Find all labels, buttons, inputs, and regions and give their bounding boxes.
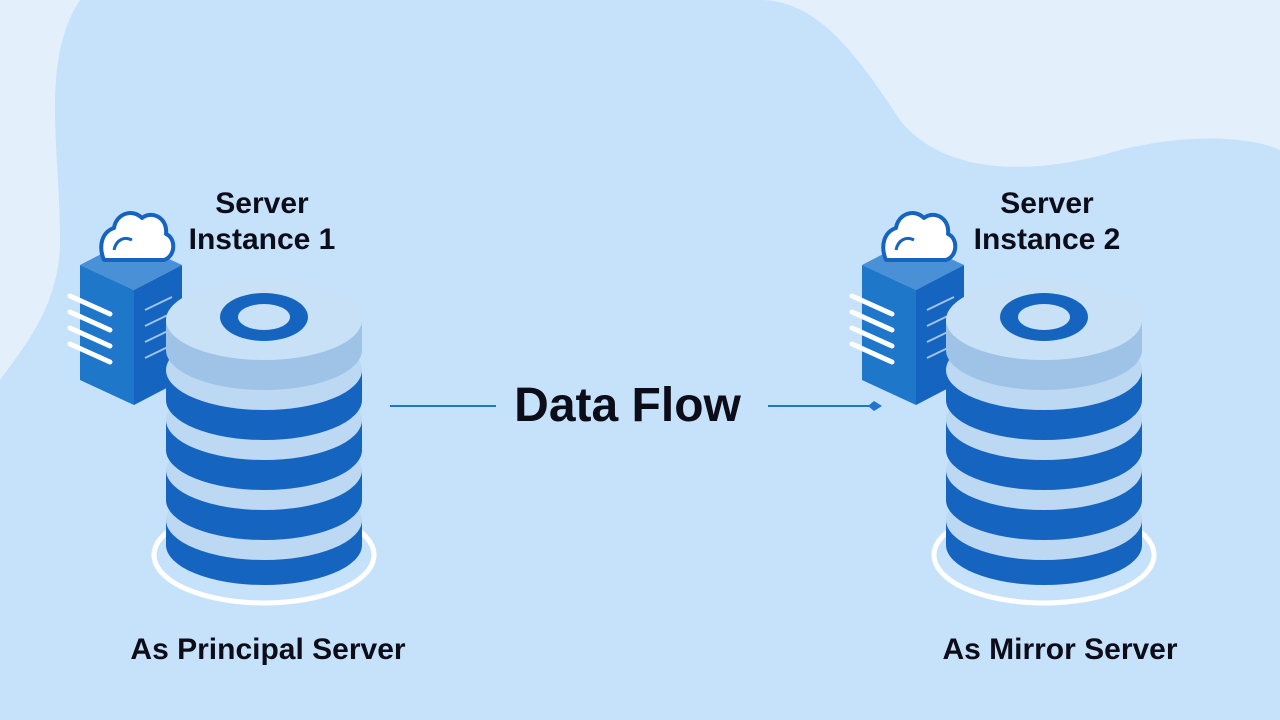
- server-2-title-line-2: Instance 2: [973, 223, 1121, 256]
- server-2-title-line-1: Server: [1000, 187, 1094, 220]
- server-1-caption: As Principal Server: [130, 633, 406, 666]
- server-2-title: Server Instance 2: [965, 186, 1129, 258]
- data-flow-label: Data Flow: [514, 379, 741, 432]
- server-2-caption: As Mirror Server: [942, 633, 1178, 666]
- server-rack-icon: [849, 240, 964, 405]
- server-1-title: Server Instance 1: [180, 186, 344, 258]
- server-1-title-line-2: Instance 1: [188, 223, 336, 256]
- database-stack-icon: [931, 280, 1157, 606]
- server-1-title-line-1: Server: [215, 187, 309, 220]
- arrow-right-icon: [868, 401, 882, 411]
- database-stack-icon: [151, 280, 377, 606]
- cloud-icon: [99, 211, 176, 262]
- cloud-icon: [881, 211, 958, 262]
